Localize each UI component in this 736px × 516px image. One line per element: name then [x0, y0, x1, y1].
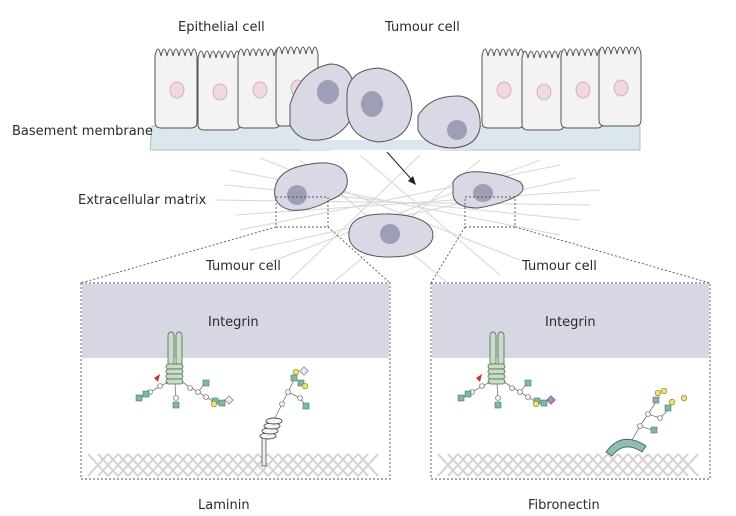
epithelial-cells-right — [481, 46, 642, 131]
laminin-panel — [80, 282, 391, 480]
fibronectin-panel — [430, 282, 711, 480]
integrin-receptor-left — [135, 331, 234, 409]
laminin-label: Laminin — [198, 498, 250, 513]
fibronectin-label: Fibronectin — [528, 498, 600, 513]
tumour-cell-left-label: Tumour cell — [205, 259, 281, 274]
migration-arrow — [386, 151, 416, 185]
epithelial-cell-label: Epithelial cell — [178, 20, 265, 35]
integrin-left-label: Integrin — [208, 315, 259, 330]
tumour-cell-right-label: Tumour cell — [521, 259, 597, 274]
basement-membrane-label: Basement membrane — [12, 124, 153, 139]
laminin-molecule — [259, 366, 310, 467]
zoom-connectors — [80, 196, 711, 284]
extracellular-matrix-label: Extracellular matrix — [78, 193, 207, 208]
tumour-cell-top-label: Tumour cell — [384, 20, 460, 35]
tumour-cells — [274, 63, 524, 258]
integrin-right-label: Integrin — [545, 315, 596, 330]
integrin-receptor-right — [457, 331, 556, 409]
fibronectin-molecule — [605, 387, 688, 457]
